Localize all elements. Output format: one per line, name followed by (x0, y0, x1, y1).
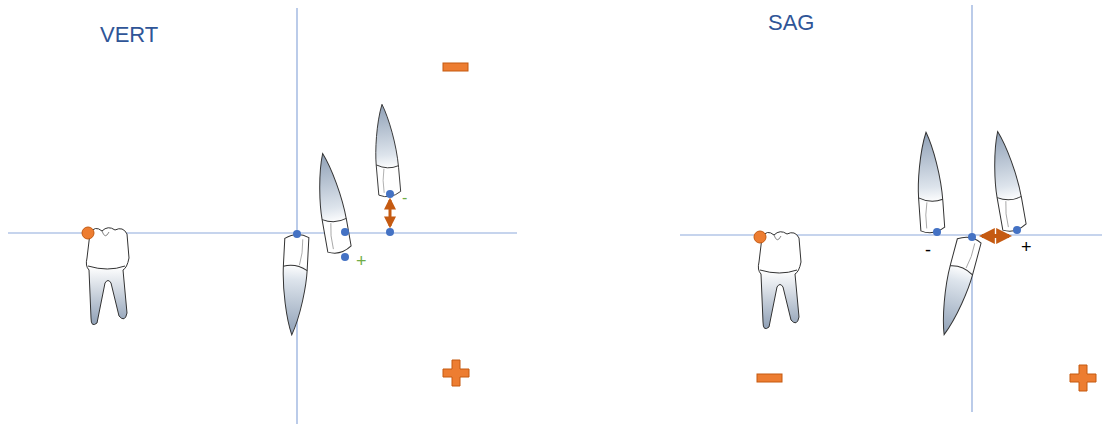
measurement-arrow (389, 200, 392, 226)
sign-label: - (925, 241, 931, 259)
upper-incisor (311, 151, 352, 254)
measurement-arrow (982, 234, 1009, 238)
molar-tooth (758, 232, 801, 329)
landmark-point (933, 228, 941, 236)
vertical-axis (971, 5, 972, 412)
minus-sign (443, 63, 468, 71)
reference-point (82, 227, 94, 239)
landmark-point (386, 228, 394, 236)
sign-label: + (1021, 238, 1032, 256)
landmark-point (341, 228, 349, 236)
panel-title: VERT (100, 24, 158, 46)
minus-sign (757, 374, 782, 382)
landmark-point (1013, 226, 1021, 234)
plus-sign (443, 360, 469, 386)
molar-tooth (86, 228, 129, 325)
vertical-axis (296, 8, 297, 424)
lower-incisor (280, 234, 309, 336)
reference-point (754, 231, 766, 243)
lower-incisor (933, 234, 982, 337)
upper-incisor (371, 103, 401, 197)
landmark-point (341, 253, 349, 261)
upper-incisor (986, 129, 1027, 232)
landmark-point (968, 233, 976, 241)
sign-label: + (356, 252, 367, 270)
landmark-point (293, 230, 301, 238)
upper-incisor (914, 131, 945, 233)
landmark-point (386, 190, 394, 198)
horizontal-axis (680, 234, 1102, 235)
plus-sign (1070, 365, 1096, 391)
panel-title: SAG (768, 12, 814, 34)
sign-label: - (402, 190, 407, 206)
